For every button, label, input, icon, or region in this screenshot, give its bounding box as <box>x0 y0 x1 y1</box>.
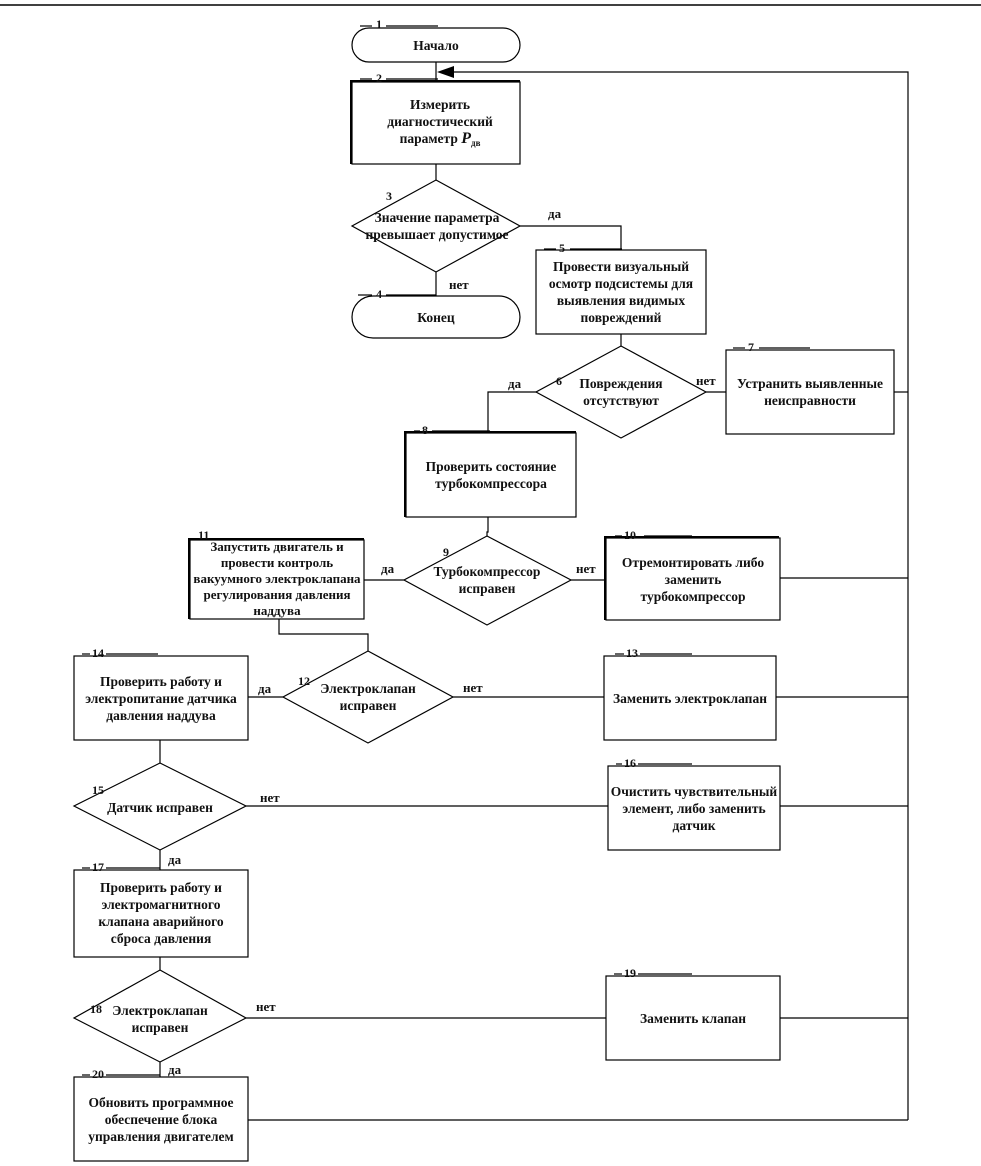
block-6-decision <box>534 345 708 439</box>
block-3-number: 3 <box>386 189 392 203</box>
block-5-process <box>535 249 707 335</box>
block-4-text: Конец <box>417 309 455 325</box>
block-16-process <box>607 765 781 851</box>
block-9-number: 9 <box>443 545 449 559</box>
block-9-decision <box>402 535 573 626</box>
block-3-decision <box>350 179 522 273</box>
block-15-number: 15 <box>92 783 104 797</box>
block-2-number: 2 <box>376 71 382 85</box>
block-2-label: Измерить диагностический параметр Pдв <box>387 97 493 148</box>
block-8-process <box>405 432 577 518</box>
edge-label-6-yes: да <box>508 376 522 391</box>
arrowhead-icon <box>437 66 454 78</box>
block-20-number: 20 <box>92 1067 104 1081</box>
block-19-number: 19 <box>624 966 636 980</box>
block-20-process <box>73 1076 249 1162</box>
block-1-number: 1 <box>376 17 382 31</box>
block-15-decision <box>72 762 248 851</box>
number-ticks <box>82 25 810 1076</box>
block-12-decision <box>281 650 455 744</box>
block-4-terminal <box>351 295 521 339</box>
edge-label-9-yes: да <box>381 561 395 576</box>
edge-label-3-no: нет <box>449 277 469 292</box>
block-10-process <box>605 537 781 621</box>
block-1-terminal <box>351 27 521 63</box>
block-3-text: Значение параметра превышает допустимое <box>365 210 509 242</box>
block-10-text: Отремонтировать либо заменить турбокомпр… <box>621 554 765 604</box>
block-17-process <box>73 869 249 958</box>
edge-label-12-yes: да <box>258 681 272 696</box>
block-17-text: Проверить работу и электромагнитного кла… <box>98 880 224 946</box>
block-7-text: Устранить выявленные неисправности <box>736 376 884 408</box>
connectors <box>159 62 909 1121</box>
edge-label-9-no: нет <box>576 561 596 576</box>
block-12-number: 12 <box>298 674 310 688</box>
block-13-text: Заменить электроклапан <box>613 690 767 706</box>
block-7-number: 7 <box>748 340 754 354</box>
block-2-text: Измерить диагностический параметр Pдв <box>387 88 493 160</box>
block-6-number: 6 <box>556 374 562 388</box>
block-14-number: 14 <box>92 646 104 660</box>
block-5-number: 5 <box>559 241 565 255</box>
block-2-process <box>351 81 521 165</box>
edge-label-12-no: нет <box>463 680 483 695</box>
block-8-number: 8 <box>422 423 428 437</box>
block-16-number: 16 <box>624 756 636 770</box>
block-5-text: Провести визуальный осмотр подсистемы дл… <box>548 259 694 325</box>
block-10-number: 10 <box>624 528 636 542</box>
block-1-text: Начало <box>413 37 459 53</box>
block-4-number: 4 <box>376 287 382 301</box>
block-11-process <box>189 539 365 620</box>
block-13-process <box>603 655 777 741</box>
edge-label-6-no: нет <box>696 373 716 388</box>
block-19-process <box>605 975 781 1061</box>
block-16-text: Очистить чувствительный элемент, либо за… <box>610 783 778 833</box>
edge-label-18-yes: да <box>168 1062 182 1077</box>
edge-label-18-no: нет <box>256 999 276 1014</box>
block-18-text: Электроклапан исправен <box>112 1003 208 1035</box>
edge-label-15-yes: да <box>168 852 182 867</box>
block-13-number: 13 <box>626 646 638 660</box>
block-14-process <box>73 655 249 741</box>
block-15-text: Датчик исправен <box>107 799 213 815</box>
block-11-number: 11 <box>198 528 210 542</box>
edge-label-3-yes: да <box>548 206 562 221</box>
block-7-process <box>725 349 895 435</box>
block-18-decision <box>72 969 248 1063</box>
block-20-text: Обновить программное обеспечение блока у… <box>88 1094 234 1144</box>
block-19-text: Заменить клапан <box>640 1010 746 1026</box>
block-18-number: 18 <box>90 1002 102 1016</box>
block-11-text: Запустить двигатель и провести контроль … <box>193 539 361 618</box>
edge-label-15-no: нет <box>260 790 280 805</box>
block-12-text: Электроклапан исправен <box>320 681 416 713</box>
block-14-text: Проверить работу и электропитание датчик… <box>85 673 237 723</box>
block-17-number: 17 <box>92 860 104 874</box>
block-8-text: Проверить состояние турбокомпрессора <box>425 459 557 491</box>
block-9-text: Турбокомпрессор исправен <box>433 564 541 596</box>
block-6-text: Повреждения отсутствуют <box>579 376 663 408</box>
flow-shapes <box>72 27 895 1162</box>
